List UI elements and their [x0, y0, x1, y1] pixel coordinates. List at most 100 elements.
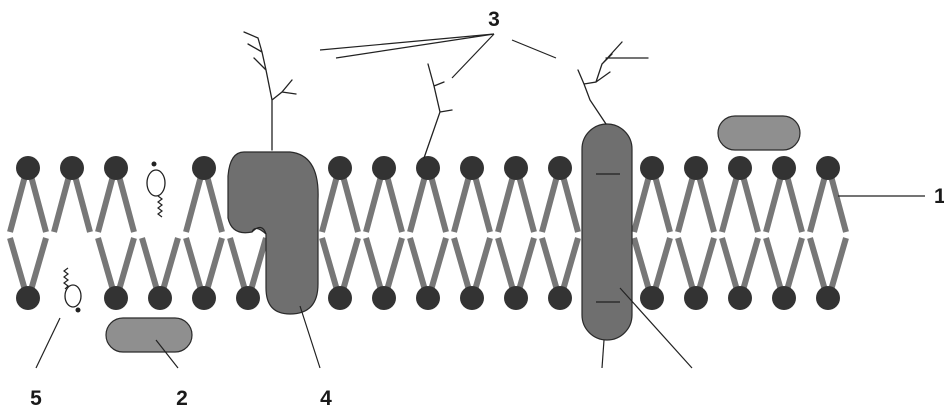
phospholipid-tail — [766, 176, 781, 232]
phospholipid-tail — [678, 176, 693, 232]
phospholipid-head-inner — [328, 286, 352, 310]
phospholipid-tail — [366, 176, 381, 232]
phospholipid-tail — [678, 238, 693, 290]
phospholipid-tail — [454, 176, 469, 232]
phospholipid-head-inner — [460, 286, 484, 310]
phospholipid-tail — [207, 176, 222, 232]
phospholipid-head-inner — [236, 286, 260, 310]
phospholipid-tail — [10, 238, 25, 290]
phospholipid-tail — [831, 238, 846, 290]
label-glycocalyx: 3 — [488, 8, 500, 31]
phospholipid-tail — [475, 238, 490, 290]
phospholipid-tail — [10, 176, 25, 232]
transmembrane-protein — [582, 124, 632, 340]
phospholipid-tail — [634, 238, 649, 290]
phospholipid-tail — [634, 176, 649, 232]
phospholipid-tail — [722, 176, 737, 232]
phospholipid-head-outer — [728, 156, 752, 180]
phospholipid-tail — [54, 176, 69, 232]
phospholipid-tail — [343, 238, 358, 290]
label-phospholipid-bilayer: 1 — [934, 185, 944, 208]
phospholipid-head-inner — [192, 286, 216, 310]
phospholipid-head-inner — [772, 286, 796, 310]
glycocalyx-chain-1 — [244, 32, 296, 150]
phospholipid-tail — [498, 238, 513, 290]
phospholipid-tail — [766, 238, 781, 290]
phospholipid-tail — [98, 176, 113, 232]
phospholipid-tail — [410, 238, 425, 290]
peripheral-protein-bottom — [106, 318, 192, 352]
phospholipid-head-outer — [16, 156, 40, 180]
phospholipid-tail — [431, 238, 446, 290]
phospholipid-tail — [98, 238, 113, 290]
phospholipid-tail — [498, 176, 513, 232]
peripheral-protein-top — [718, 116, 800, 150]
phospholipid-tail — [431, 176, 446, 232]
phospholipid-tail — [699, 176, 714, 232]
phospholipid-tail — [810, 238, 825, 290]
label-peripheral-protein: 2 — [176, 387, 188, 410]
phospholipid-tail — [475, 176, 490, 232]
phospholipid-tail — [186, 176, 201, 232]
phospholipid-head-inner — [816, 286, 840, 310]
label-cholesterol: 5 — [30, 387, 42, 410]
phospholipid-tail — [787, 176, 802, 232]
phospholipid-tail — [366, 238, 381, 290]
phospholipid-head-outer — [504, 156, 528, 180]
phospholipid-tail — [142, 238, 157, 290]
label-integral-protein: 4 — [320, 387, 332, 410]
phospholipid-tail — [542, 238, 557, 290]
phospholipid-tail — [810, 176, 825, 232]
phospholipid-tail — [207, 238, 222, 290]
phospholipid-head-inner — [684, 286, 708, 310]
phospholipid-head-inner — [548, 286, 572, 310]
phospholipid-tail — [743, 238, 758, 290]
phospholipid-head-outer — [328, 156, 352, 180]
phospholipid-head-outer — [372, 156, 396, 180]
phospholipid-tail — [322, 238, 337, 290]
phospholipid-head-outer — [816, 156, 840, 180]
phospholipid-tail — [119, 238, 134, 290]
phospholipid-bilayer — [10, 156, 846, 310]
phospholipid-head-inner — [640, 286, 664, 310]
phospholipid-tail — [563, 176, 578, 232]
phospholipid-tail — [186, 238, 201, 290]
phospholipid-tail — [75, 176, 90, 232]
phospholipid-tail — [31, 238, 46, 290]
glycocalyx-chain-3 — [578, 42, 648, 124]
phospholipid-tail — [387, 238, 402, 290]
leader-5 — [36, 318, 60, 368]
phospholipid-tail — [542, 176, 557, 232]
phospholipid-tail — [343, 176, 358, 232]
phospholipid-tail — [699, 238, 714, 290]
cholesterol-molecule-upper — [147, 162, 165, 218]
phospholipid-tail — [722, 238, 737, 290]
leader-3c — [452, 34, 494, 78]
phospholipid-tail — [119, 176, 134, 232]
phospholipid-tail — [831, 176, 846, 232]
phospholipid-tail — [655, 238, 670, 290]
phospholipid-tail — [563, 238, 578, 290]
phospholipid-head-outer — [60, 156, 84, 180]
phospholipid-head-outer — [684, 156, 708, 180]
phospholipid-head-inner — [416, 286, 440, 310]
glycocalyx-chain-2 — [424, 64, 452, 158]
phospholipid-tail — [251, 238, 266, 290]
phospholipid-head-outer — [416, 156, 440, 180]
phospholipid-head-outer — [772, 156, 796, 180]
phospholipid-head-outer — [192, 156, 216, 180]
phospholipid-head-inner — [148, 286, 172, 310]
phospholipid-head-inner — [16, 286, 40, 310]
phospholipid-tail — [519, 176, 534, 232]
phospholipid-head-outer — [640, 156, 664, 180]
phospholipid-tail — [163, 238, 178, 290]
phospholipid-tail — [519, 238, 534, 290]
phospholipid-head-inner — [504, 286, 528, 310]
phospholipid-head-outer — [104, 156, 128, 180]
phospholipid-tail — [230, 238, 245, 290]
leader-4 — [300, 306, 320, 368]
leader-transmembrane-down — [602, 340, 604, 368]
phospholipid-head-outer — [460, 156, 484, 180]
phospholipid-tail — [410, 176, 425, 232]
